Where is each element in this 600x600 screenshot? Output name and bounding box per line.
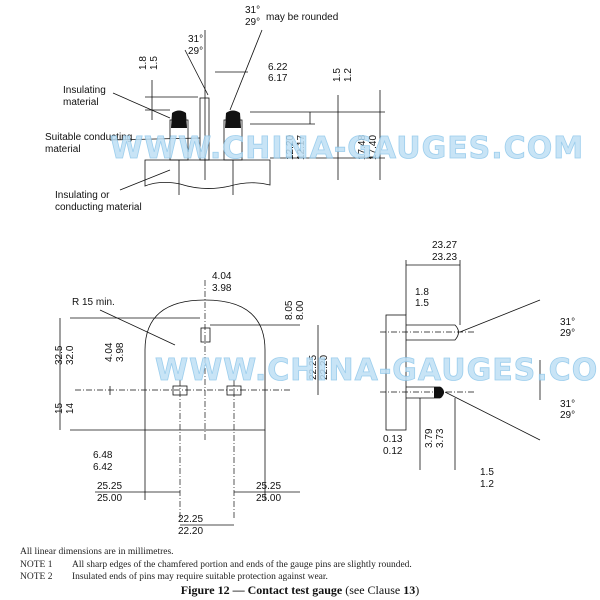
side-pin-diameter-max: 3.79 (424, 428, 435, 448)
right-offset-max: 25.25 (256, 481, 281, 492)
top-view: 31° 29° may be rounded 31° 29° 6.22 6.17… (45, 5, 385, 213)
label-conducting-2: material (45, 144, 81, 155)
front-view: R 15 min. 4.04 3.98 8.05 8.00 32.5 32.0 … (54, 271, 330, 537)
leader-line (109, 137, 201, 141)
figure-caption: Figure 12 — Contact test gauge (see Clau… (0, 583, 600, 598)
tip-length-max: 1.8 (138, 56, 149, 70)
side-length-min: 23.23 (432, 252, 457, 263)
pin-width-side-max: 4.04 (104, 342, 115, 362)
label-base: Insulating or (55, 190, 110, 201)
note-1: NOTE 1 All sharp edges of the chamfered p… (20, 559, 412, 572)
insulation-offset-min: 1.2 (343, 68, 354, 82)
watermark-top: WWW.CHINA-GAUGES.COM (110, 131, 584, 166)
note-2: NOTE 2 Insulated ends of pins may require… (20, 571, 412, 584)
leader-line (459, 299, 541, 333)
lower-pin-width-min: 6.42 (93, 462, 113, 473)
upper-pin-side (406, 324, 459, 341)
height-total-max: 32.5 (54, 345, 65, 365)
side-insulation-max: 1.5 (480, 467, 494, 478)
radius-label: R 15 min. (72, 297, 115, 308)
angle-max-label: 31° (245, 5, 260, 16)
units-note: All linear dimensions are in millimetres… (20, 547, 174, 557)
pin-width-side-min: 3.98 (115, 342, 126, 362)
note-2-label: NOTE 2 (20, 572, 53, 582)
insulated-height-min: 12.17 (296, 135, 307, 160)
label-conducting: Suitable conducting (45, 132, 132, 143)
insulation-offset-max: 1.5 (332, 68, 343, 82)
leader-line (229, 29, 263, 111)
top-pin-slot (200, 327, 211, 343)
pin-height-min: 17.40 (368, 135, 379, 160)
side-tip-max: 1.8 (415, 287, 429, 298)
tip-angle-min: 29° (188, 46, 203, 57)
lower-offset-max: 15 (54, 402, 65, 414)
side-angle-upper-max: 31° (560, 317, 575, 328)
side-angle-lower-min: 29° (560, 410, 575, 421)
side-angle-lower-max: 31° (560, 399, 575, 410)
pin-length-top-max: 8.05 (284, 300, 295, 320)
pin-width-top-max: 4.04 (212, 271, 232, 282)
center-pin (199, 97, 210, 161)
label-insulating-2: material (63, 97, 99, 108)
gauge-face (144, 299, 266, 431)
angle-min-label: 29° (245, 17, 260, 28)
side-view: 23.27 23.23 1.8 1.5 31° 29° 31° 29° 0.13… (380, 240, 575, 490)
left-insulation (171, 110, 187, 128)
leader-line (99, 309, 176, 346)
side-gap-min: 0.12 (383, 446, 403, 457)
tip-length-min: 1.5 (149, 56, 160, 70)
lower-pin-insulation (434, 387, 444, 398)
pin-spacing-max: 6.22 (268, 62, 288, 73)
caption-ref-post: ) (415, 583, 420, 597)
pin-height-max: 17.48 (357, 135, 368, 160)
note-1-label: NOTE 1 (20, 559, 53, 570)
pin-spacing-min: 6.17 (268, 73, 288, 84)
leader-line (112, 92, 171, 119)
caption-ref-num: 13 (403, 583, 416, 597)
side-angle-upper-min: 29° (560, 328, 575, 339)
right-insulation (225, 110, 241, 128)
may-be-rounded-label: may be rounded (266, 12, 338, 23)
caption-ref-pre: (see Clause (342, 583, 404, 597)
lower-pin-width-max: 6.48 (93, 450, 113, 461)
side-gap-max: 0.13 (383, 434, 403, 445)
pin-length-top-min: 8.00 (295, 300, 306, 320)
side-plate (385, 314, 407, 431)
side-pin-diameter-min: 3.73 (435, 428, 446, 448)
leader-line (184, 49, 209, 96)
right-offset-min: 25.00 (256, 493, 281, 504)
pin-horizontal-spacing-max: 22.25 (178, 514, 203, 525)
caption-title: Figure 12 — Contact test gauge (180, 583, 343, 597)
side-tip-min: 1.5 (415, 298, 429, 309)
left-offset-max: 25.25 (97, 481, 122, 492)
pin-vertical-spacing-max: 22.25 (308, 355, 319, 380)
label-base-2: conducting material (55, 202, 142, 213)
side-length-max: 23.27 (432, 240, 457, 251)
pin-width-top-min: 3.98 (212, 283, 232, 294)
label-insulating: Insulating (63, 85, 106, 96)
notes: All linear dimensions are in millimetres… (20, 546, 412, 584)
leader-line (119, 169, 171, 191)
note-1-text: All sharp edges of the chamfered portion… (72, 559, 412, 570)
side-insulation-min: 1.2 (480, 479, 494, 490)
pin-horizontal-spacing-min: 22.20 (178, 526, 203, 537)
watermark-bottom: WWW.CHINA-GAUGES.COM (155, 353, 600, 388)
base-block (144, 159, 271, 189)
insulated-height-max: 12.20 (285, 135, 296, 160)
leader-line (444, 391, 541, 441)
lower-offset-min: 14 (65, 402, 76, 414)
left-offset-min: 25.00 (97, 493, 122, 504)
note-2-text: Insulated ends of pins may require suita… (72, 572, 328, 582)
pin-vertical-spacing-min: 22.20 (319, 355, 330, 380)
height-total-min: 32.0 (65, 345, 76, 365)
tip-angle-max: 31° (188, 34, 203, 45)
